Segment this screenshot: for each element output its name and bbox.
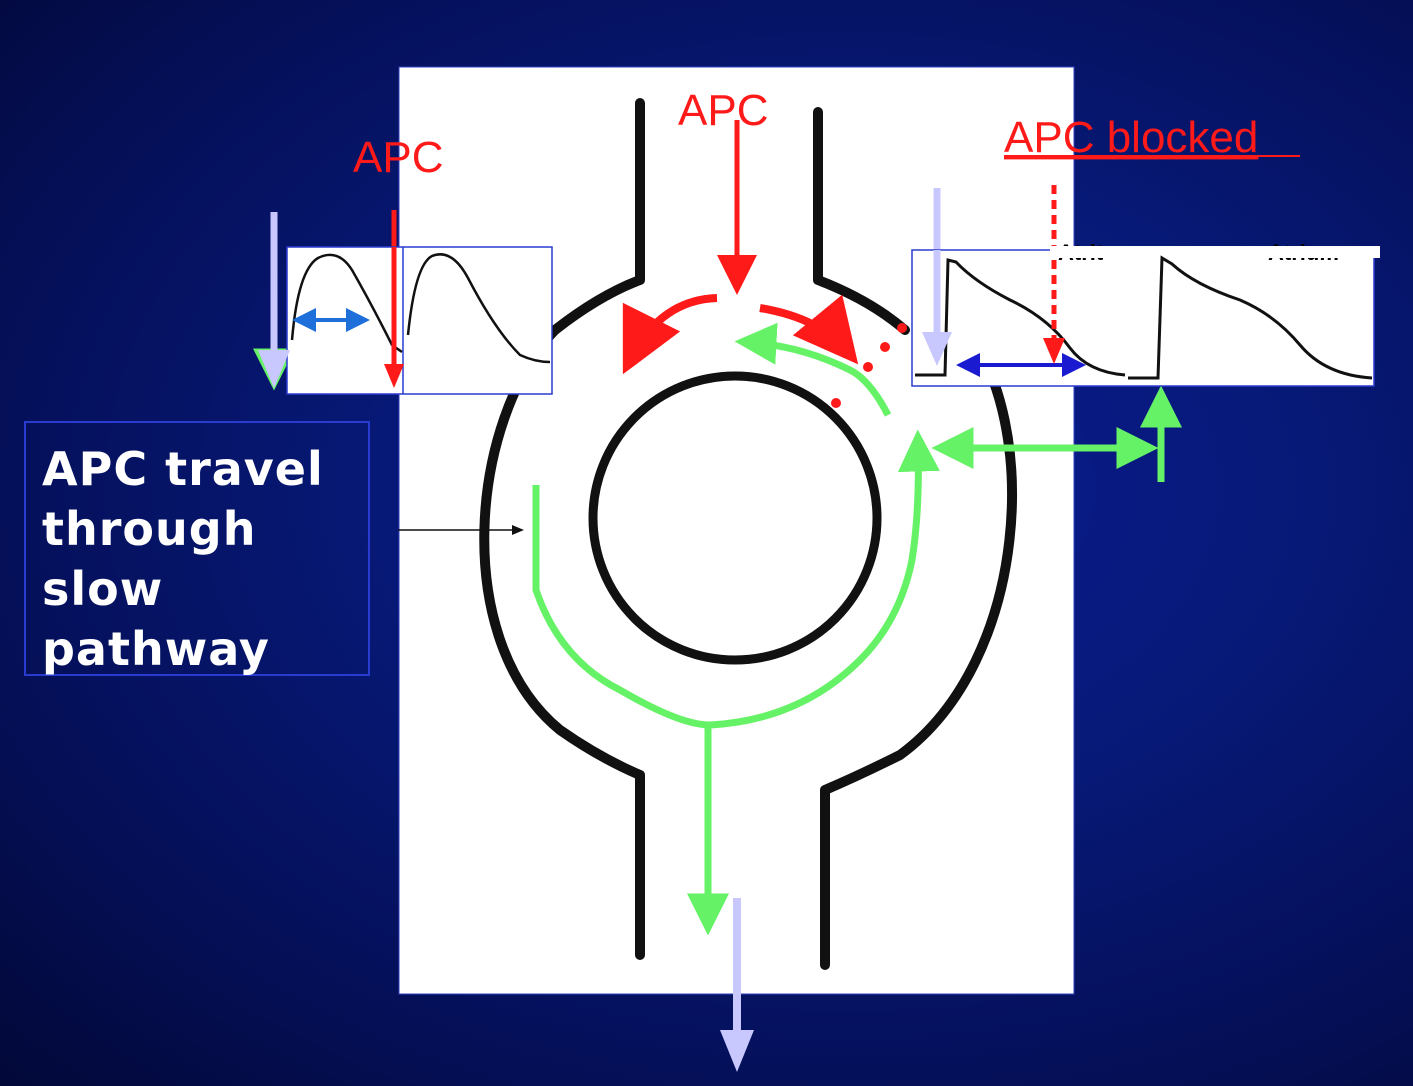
right-trace-panel: Atrit Atrium — [912, 240, 1380, 386]
left-trace-panel — [287, 247, 552, 394]
note-line-1: APC travel — [42, 439, 368, 499]
slow-pathway-note: APC travel through slow pathway — [24, 421, 370, 676]
note-line-3: slow — [42, 559, 368, 619]
input-arrow-left-head-overlay — [258, 350, 290, 388]
apc-top-label: APC — [678, 86, 768, 135]
note-line-2: through — [42, 499, 368, 559]
apc-left-label: APC — [353, 133, 443, 182]
output-arrow-head — [720, 1030, 754, 1072]
apc-blocked-label: APC blocked — [1004, 113, 1258, 162]
note-line-4: pathway — [42, 619, 368, 679]
